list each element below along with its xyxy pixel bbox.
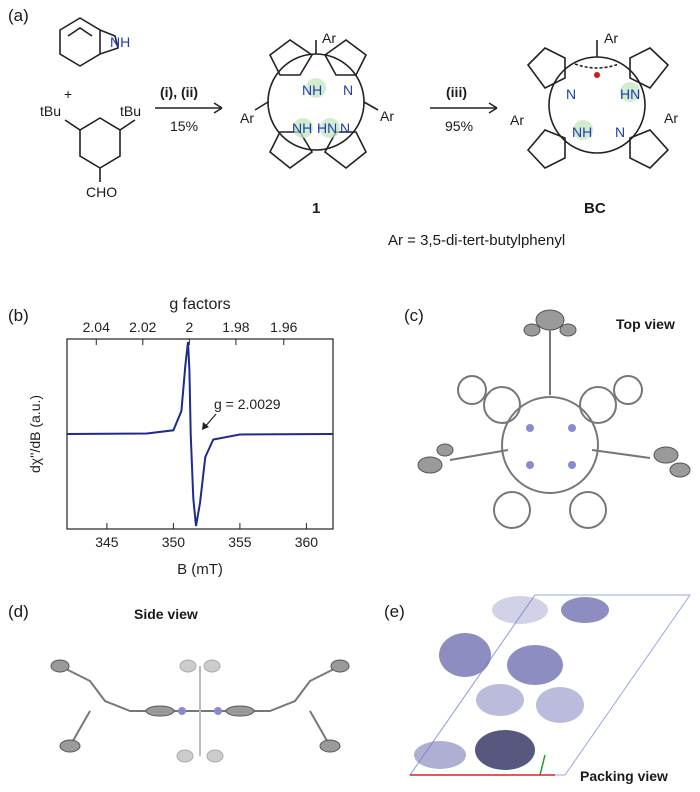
- crystal-side-view: [50, 659, 350, 763]
- bc-ar-right: Ar: [664, 110, 678, 126]
- c1-n-bottom: N: [340, 120, 351, 136]
- bc-ar-top: Ar: [604, 30, 618, 46]
- compound-1-structure: [254, 39, 379, 170]
- compound-bc-structure: [526, 40, 670, 169]
- bc-n-bottom: N: [615, 124, 626, 140]
- c1-nh-top: NH: [302, 82, 323, 98]
- x-tick-label: 345: [95, 534, 119, 550]
- x-tick-label: 355: [228, 534, 252, 550]
- top-tick-label: 2: [185, 319, 193, 335]
- tbu-right: tBu: [120, 103, 142, 119]
- g-annotation: g = 2.0029: [214, 396, 281, 412]
- c1-n-top: N: [343, 82, 354, 98]
- bicyclo-ring-icon: [59, 17, 101, 67]
- bc-nh-bottom: NH: [572, 124, 593, 140]
- yield-step1: 15%: [170, 118, 199, 134]
- top-tick-label: 1.98: [222, 319, 249, 335]
- yield-step3: 95%: [445, 118, 474, 134]
- top-axis-label: g factors: [169, 296, 230, 313]
- radical-dot-icon: [594, 72, 600, 78]
- c1-hn-bottom: HN: [317, 120, 338, 136]
- benzene-ring-icon: [79, 117, 121, 169]
- pyrrole-nh: NH: [110, 34, 131, 50]
- compound-bc-label: BC: [584, 200, 606, 217]
- bc-ar-left: Ar: [510, 112, 524, 128]
- bottom-axis-label: B (mT): [177, 561, 223, 578]
- panel-d-label: (d): [8, 602, 29, 621]
- ar-definition: Ar = 3,5-di-tert-butylphenyl: [388, 232, 566, 249]
- c1-ar-left: Ar: [240, 110, 254, 126]
- side-view-title: Side view: [134, 606, 198, 622]
- crystal-top-view: [417, 309, 691, 529]
- bc-hn-top: HN: [620, 86, 641, 102]
- reagents-step3: (iii): [446, 84, 467, 100]
- reagents-step1: (i), (ii): [160, 84, 199, 100]
- x-tick-label: 350: [162, 534, 186, 550]
- panel-a-label: (a): [8, 6, 29, 25]
- c1-ar-top: Ar: [322, 30, 336, 46]
- top-view-title: Top view: [616, 316, 675, 332]
- plus-sign: +: [64, 86, 73, 102]
- bc-n-top: N: [566, 86, 577, 102]
- epr-series-line: [66, 341, 334, 527]
- reaction-scheme: [59, 17, 670, 182]
- packing-view-title: Packing view: [580, 768, 668, 784]
- panel-e-label: (e): [384, 602, 405, 621]
- top-tick-label: 2.02: [129, 319, 156, 335]
- panel-c-label: (c): [404, 306, 424, 325]
- top-tick-label: 1.96: [270, 319, 297, 335]
- top-tick-label: 2.04: [83, 319, 110, 335]
- cho-group: CHO: [86, 184, 118, 200]
- crystal-packing-view: [409, 594, 691, 776]
- y-axis-label: dχ''/dB (a.u.): [27, 395, 43, 473]
- x-tick-label: 360: [295, 534, 319, 550]
- compound-1-label: 1: [312, 200, 321, 217]
- c1-nh-bottom: NH: [292, 120, 313, 136]
- c1-ar-right: Ar: [380, 108, 394, 124]
- tbu-left: tBu: [40, 103, 62, 119]
- panel-b-label: (b): [8, 306, 29, 325]
- epr-spectrum-chart: g factors B (mT) dχ''/dB (a.u.) g = 2.00…: [27, 296, 334, 578]
